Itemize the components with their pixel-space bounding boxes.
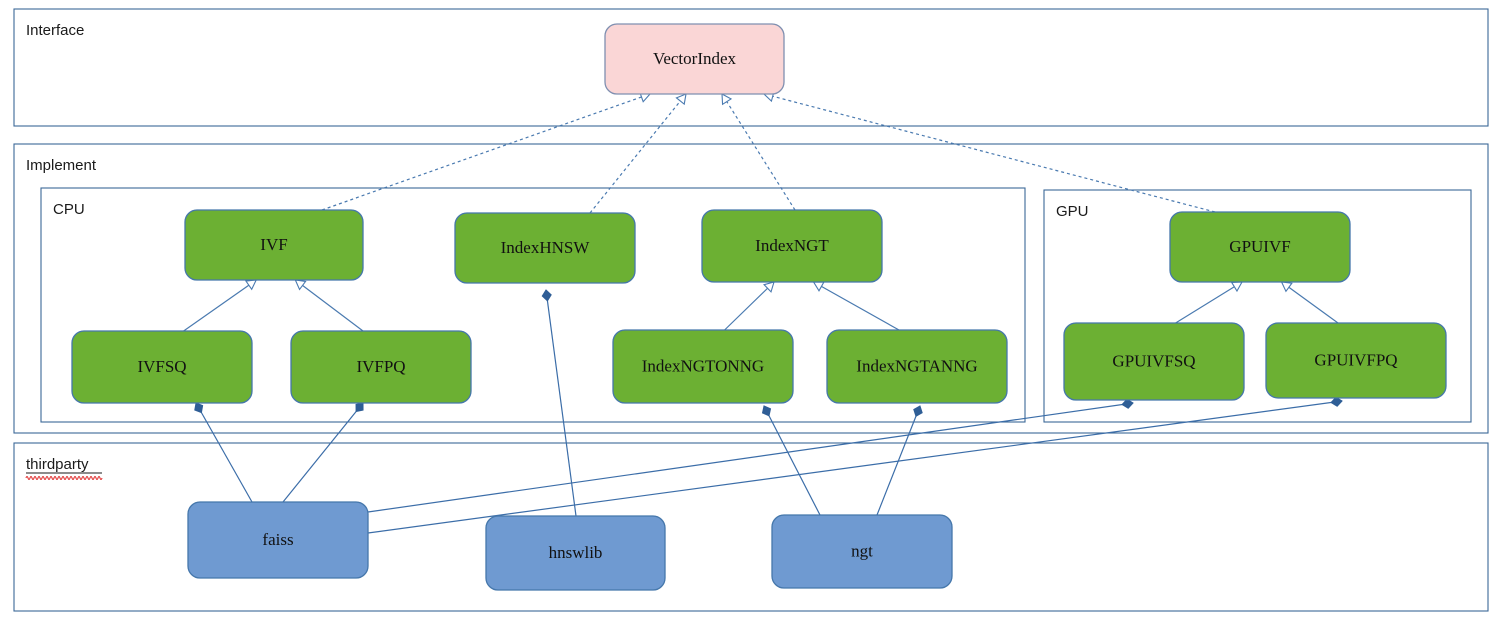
node-box-ivfsq[interactable] [71,330,253,404]
class-node-ngt[interactable]: ngt [771,514,953,589]
realization-arrowhead-indexngt [721,93,733,106]
generalization-edge-gpuivfsq [1175,281,1243,324]
class-node-hnswlib[interactable]: hnswlib [485,515,666,591]
node-label-indexngtanng: IndexNGTANNG [856,356,977,375]
node-box-ivf[interactable] [184,209,364,281]
realization-edge-ivf [321,93,651,211]
realization-arrowhead-indexhnsw [675,93,687,106]
class-node-indexngtanng[interactable]: IndexNGTANNG [826,329,1008,404]
generalization-edge-ivfpq [294,279,364,332]
node-label-hnswlib: hnswlib [549,543,603,562]
class-node-gpuivfsq[interactable]: GPUIVFSQ [1063,322,1245,401]
composition-edge-ngt-indexngtonng [763,405,821,516]
generalization-edge-indexngtonng [724,281,775,331]
class-node-gpuivf[interactable]: GPUIVF [1169,211,1351,283]
node-box-faiss[interactable] [187,501,369,579]
generalization-arrowhead-ivfpq [294,279,307,291]
node-label-gpuivfsq: GPUIVFSQ [1112,351,1195,370]
node-label-gpuivf: GPUIVF [1229,237,1290,256]
class-node-indexngt[interactable]: IndexNGT [701,209,883,283]
node-box-ngt[interactable] [771,514,953,589]
class-node-ivf[interactable]: IVF [184,209,364,281]
composition-edge-hnswlib-indexhnsw [545,289,577,517]
group-label-interface: Interface [26,22,84,39]
group-label-cpu: CPU [53,201,85,218]
class-node-ivfsq[interactable]: IVFSQ [71,330,253,404]
node-box-gpuivf[interactable] [1169,211,1351,283]
spellcheck-squiggle [25,475,103,481]
node-label-faiss: faiss [262,530,293,549]
node-box-indexngt[interactable] [701,209,883,283]
class-node-indexngtonng[interactable]: IndexNGTONNG [612,329,794,404]
group-label-implement: Implement [26,157,97,174]
generalization-edge-indexngtanng [813,281,900,331]
group-label-thirdparty: thirdparty [26,456,89,473]
relationship-edges [183,90,1343,534]
composition-diamond-hnswlib-indexhnsw [541,289,552,302]
node-label-indexngtonng: IndexNGTONNG [642,356,764,375]
class-node-faiss[interactable]: faiss [187,501,369,579]
node-box-indexhnsw[interactable] [454,212,636,284]
node-label-indexhnsw: IndexHNSW [501,238,591,257]
composition-edge-faiss-ivfpq [282,402,364,503]
composition-edge-faiss-ivfsq [195,402,253,503]
node-label-vectorindex: VectorIndex [653,49,737,68]
class-node-vectorindex[interactable]: VectorIndex [604,23,785,95]
node-label-ngt: ngt [851,541,873,560]
node-box-indexngtonng[interactable] [612,329,794,404]
composition-edge-ngt-indexngtanng [876,405,921,516]
realization-edge-indexngt [721,93,796,211]
node-label-indexngt: IndexNGT [755,236,829,255]
generalization-edge-gpuivfpq [1281,281,1339,324]
composition-diamond-ngt-indexngtonng [761,405,772,417]
node-box-hnswlib[interactable] [485,515,666,591]
node-box-vectorindex[interactable] [604,23,785,95]
class-node-ivfpq[interactable]: IVFPQ [290,330,472,404]
generalization-edge-ivfsq [183,279,257,332]
node-label-ivfsq: IVFSQ [137,357,186,376]
node-box-gpuivfsq[interactable] [1063,322,1245,401]
node-label-ivfpq: IVFPQ [356,357,405,376]
generalization-arrowhead-indexngtonng [763,281,775,293]
node-box-ivfpq[interactable] [290,330,472,404]
composition-diamond-faiss-ivfsq [194,402,204,414]
composition-edge-faiss-gpuivfpq [367,400,1343,534]
node-label-ivf: IVF [260,235,287,254]
node-box-gpuivfpq[interactable] [1265,322,1447,399]
class-node-gpuivfpq[interactable]: GPUIVFPQ [1265,322,1447,399]
node-label-gpuivfpq: GPUIVFPQ [1314,350,1397,369]
class-node-indexhnsw[interactable]: IndexHNSW [454,212,636,284]
realization-edge-indexhnsw [589,93,687,214]
composition-edge-faiss-gpuivfsq [367,402,1134,513]
group-label-gpu: GPU [1056,203,1089,220]
composition-diamond-faiss-ivfpq [355,402,364,413]
node-box-indexngtanng[interactable] [826,329,1008,404]
composition-diamond-ngt-indexngtanng [913,405,923,417]
